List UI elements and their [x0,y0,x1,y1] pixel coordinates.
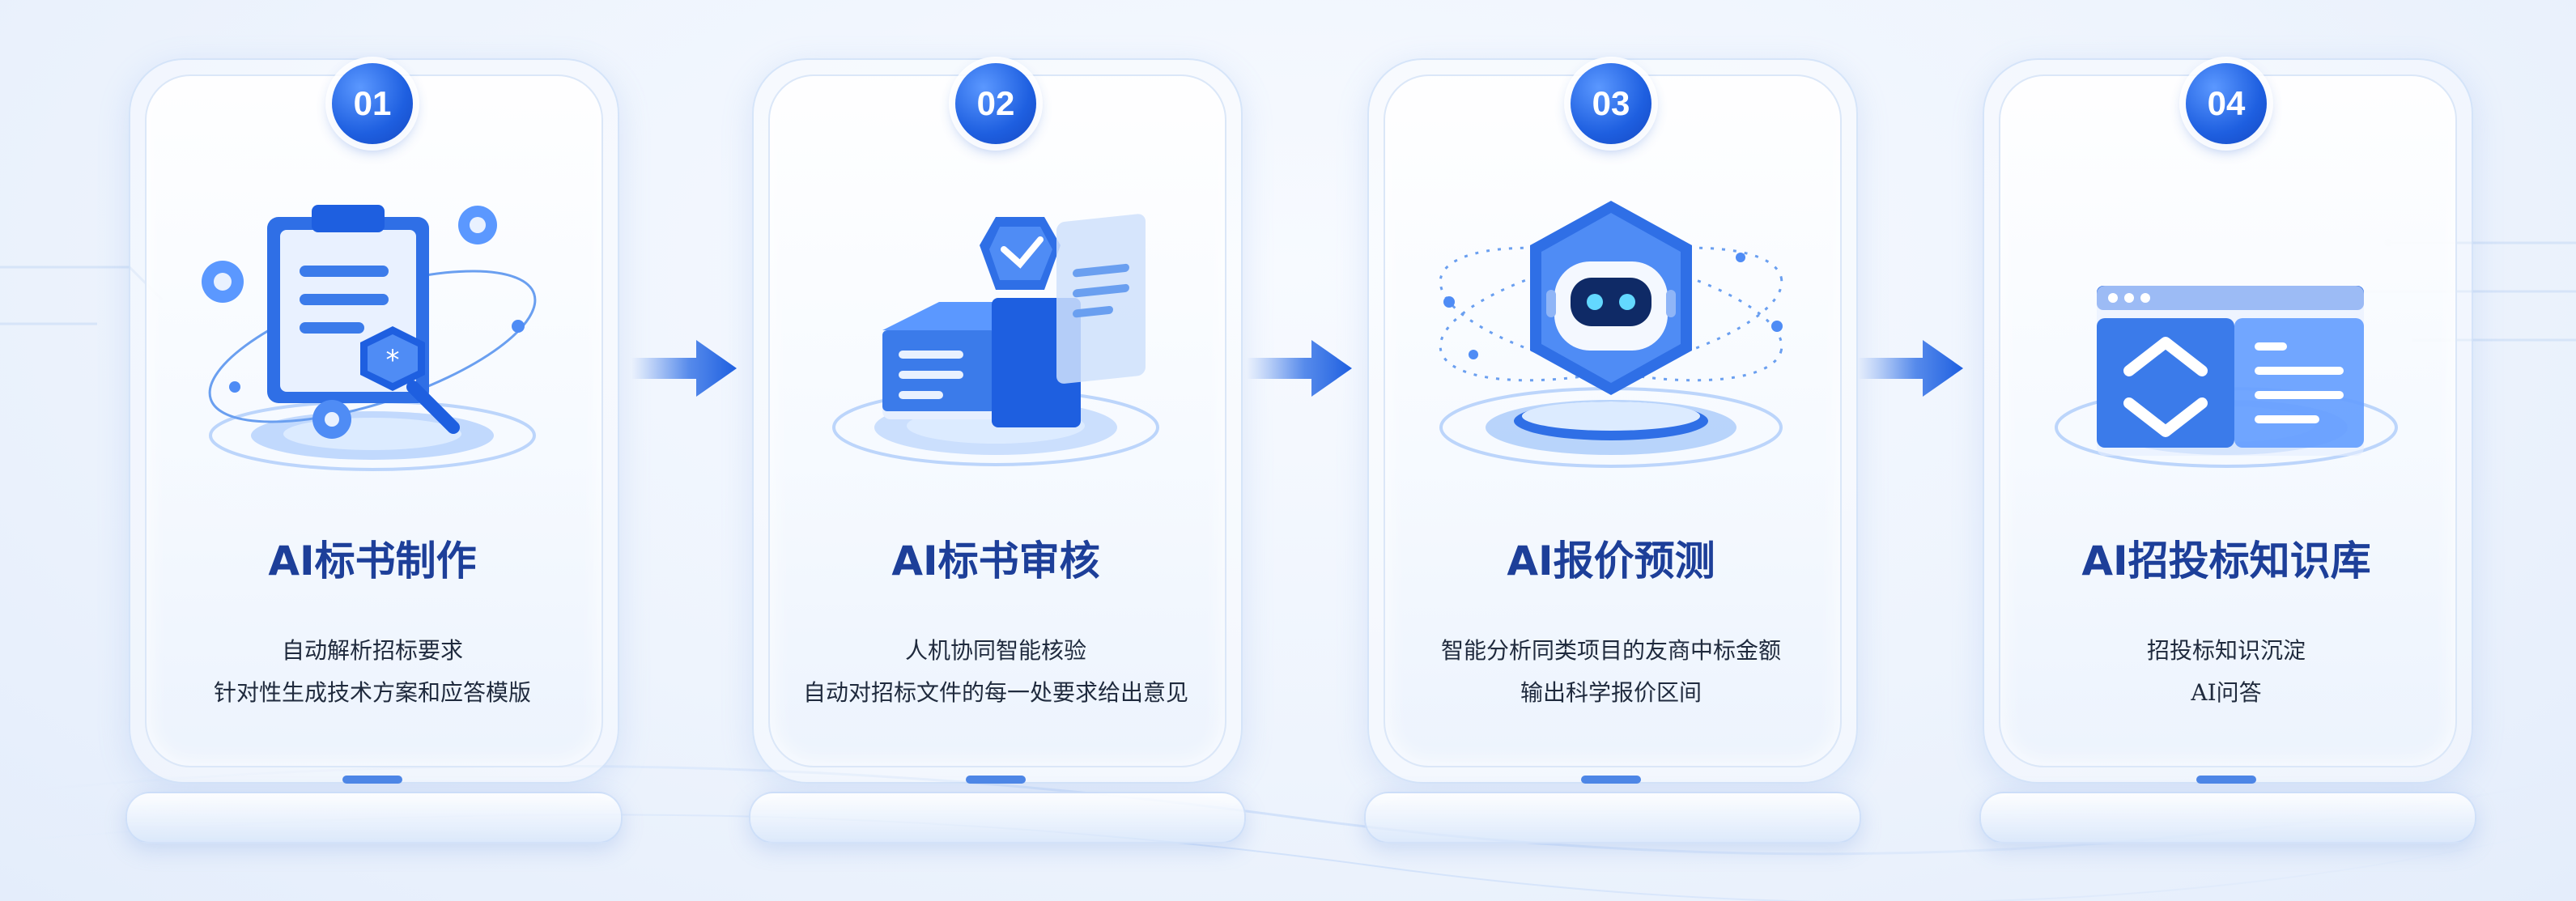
card-handle [342,776,402,784]
description-line: 针对性生成技术方案和应答模版 [213,679,531,706]
svg-text:*: * [386,344,400,376]
card-handle [2196,776,2256,784]
step-title: AI报价预测 [1507,538,1715,584]
card-handle [966,776,1026,784]
description-line: 自动解析招标要求 [281,637,463,664]
robot-icon [1439,201,1783,468]
card-stand [1979,792,2476,844]
knowledge-window-icon [2055,286,2398,468]
step-title: AI招投标知识库 [2081,538,2371,584]
step-card-2[interactable]: 02 AI标书审核 人机协同智能核验 自动对招标文件的每一处要求给出意见 [749,58,1246,844]
step-number-badge: 01 [332,63,413,144]
step-description: 自动解析招标要求 针对性生成技术方案和应答模版 [134,630,611,714]
step-title: AI标书制作 [268,538,477,584]
step-card-1[interactable]: 01 * AI标书制作 自动解析招标要求 针对性生成技术方案和应答模版 [125,58,623,844]
arrow-right-icon [1247,340,1352,397]
clipboard-scan-icon: * [202,205,537,471]
step-number-badge: 03 [1571,63,1651,144]
description-line: 人机协同智能核验 [904,637,1086,664]
step-card-4[interactable]: 04 AI招投标知识库 招投标知识沉淀 AI问答 [1979,58,2476,844]
card-stand [749,792,1246,844]
step-number-badge: 02 [955,63,1036,144]
description-line: 自动对招标文件的每一处要求给出意见 [802,679,1188,706]
arrow-right-icon [1858,340,1963,397]
step-description: 人机协同智能核验 自动对招标文件的每一处要求给出意见 [757,630,1235,714]
card-handle [1581,776,1641,784]
arrow-right-icon [631,340,737,397]
step-description: 智能分析同类项目的友商中标金额 输出科学报价区间 [1372,630,1850,714]
step-number-badge: 04 [2186,63,2267,144]
step-card-3[interactable]: 03 AI报价预测 智能分析同类项目的友商中标金额 输出科学报价区间 [1364,58,1861,844]
card-stand [1364,792,1861,844]
description-line: 输出科学报价区间 [1520,679,1702,706]
description-line: 招投标知识沉淀 [2146,637,2306,664]
description-line: AI问答 [2191,679,2262,706]
card-stand [125,792,623,844]
document-review-icon [832,214,1159,466]
step-title: AI标书审核 [891,538,1100,584]
step-description: 招投标知识沉淀 AI问答 [1987,630,2465,714]
description-line: 智能分析同类项目的友商中标金额 [1440,637,1781,664]
